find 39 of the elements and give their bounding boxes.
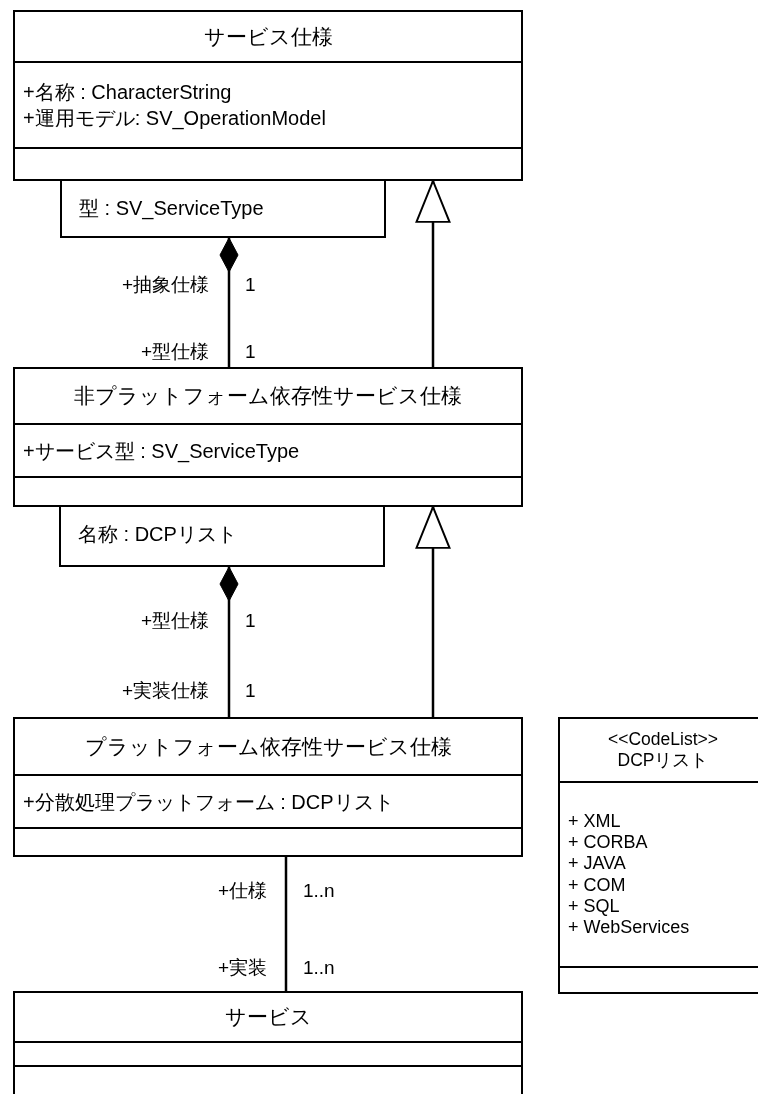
qualifier-box bbox=[60, 179, 386, 238]
class-name: DCPリスト bbox=[617, 750, 709, 771]
generalization-arrow bbox=[415, 180, 451, 367]
attribute-text: +運用モデル: SV_OperationModel bbox=[23, 106, 326, 131]
attribute-text: +サービス型 : SV_ServiceType bbox=[23, 438, 300, 464]
multiplicity: 1 bbox=[245, 274, 256, 296]
role-name: +型仕様 bbox=[140, 610, 209, 632]
qualifier-box bbox=[59, 505, 385, 567]
qualifier-text: 名称 : DCPリスト bbox=[78, 522, 237, 546]
composition-line bbox=[219, 237, 239, 367]
class-box bbox=[558, 717, 758, 994]
class-name: サービス bbox=[224, 1004, 312, 1031]
multiplicity: 1 bbox=[245, 610, 256, 632]
attribute-text: +分散処理プラットフォーム : DCPリスト bbox=[23, 789, 394, 815]
code-value: + WebServices bbox=[568, 916, 690, 939]
generalization-arrow bbox=[415, 506, 451, 717]
class-box bbox=[13, 717, 523, 857]
class-name: 非プラットフォーム依存性サービス仕様 bbox=[74, 383, 462, 410]
class-name: サービス仕様 bbox=[203, 23, 333, 50]
multiplicity: 1..n bbox=[303, 957, 335, 979]
role-name: +抽象仕様 bbox=[121, 274, 209, 296]
class-box bbox=[13, 991, 523, 1094]
attribute-text: +名称 : CharacterString bbox=[23, 80, 232, 105]
code-value: + CORBA bbox=[568, 832, 648, 854]
multiplicity: 1 bbox=[245, 341, 256, 363]
code-value: + COM bbox=[568, 874, 626, 896]
multiplicity: 1 bbox=[245, 680, 256, 702]
role-name: +仕様 bbox=[217, 880, 267, 902]
class-name: プラットフォーム依存性サービス仕様 bbox=[84, 733, 452, 760]
code-value: + JAVA bbox=[568, 853, 626, 875]
composition-line bbox=[219, 566, 239, 717]
class-box bbox=[13, 10, 523, 181]
code-value: + SQL bbox=[568, 895, 620, 917]
code-value: + XML bbox=[568, 810, 621, 833]
multiplicity: 1..n bbox=[303, 880, 335, 902]
stereotype-text: <<CodeList>> bbox=[608, 729, 718, 750]
class-box bbox=[13, 367, 523, 507]
qualifier-text: 型 : SV_ServiceType bbox=[79, 196, 264, 220]
association-line bbox=[284, 857, 288, 991]
